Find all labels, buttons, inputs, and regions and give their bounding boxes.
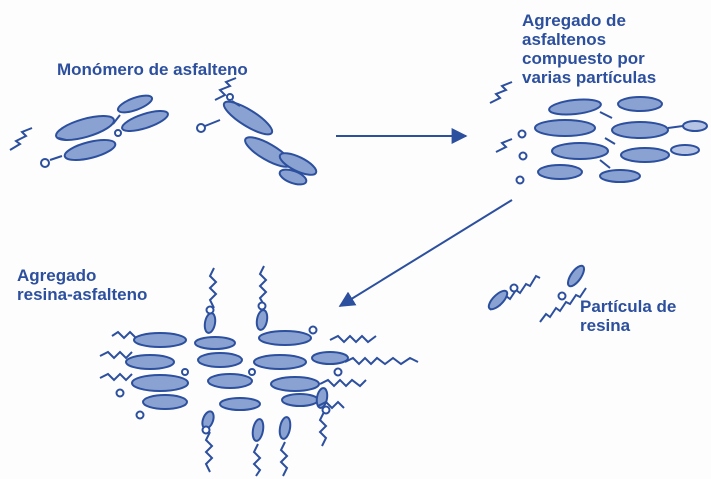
- resin-asphaltene-aggregate-icon: [100, 266, 418, 476]
- resin-particle-label: Partícula de resina: [580, 297, 676, 335]
- resin-asphaltene-label-line-1: Agregado: [17, 266, 147, 285]
- aggregate-label-line-2: asfaltenos: [522, 30, 656, 49]
- arrow-aggregate-to-resin-asphaltene: [340, 200, 512, 306]
- asphaltene-aggregate-icon: [490, 82, 707, 184]
- resin-asphaltene-label-line-2: resina-asfalteno: [17, 285, 147, 304]
- resin-asphaltene-label: Agregado resina-asfalteno: [17, 266, 147, 304]
- aggregate-label-line-4: varias partículas: [522, 68, 656, 87]
- aggregate-label-line-1: Agregado de: [522, 11, 656, 30]
- aggregate-label-line-3: compuesto por: [522, 49, 656, 68]
- asphaltene-monomer-icon: [10, 78, 319, 187]
- monomer-label: Monómero de asfalteno: [57, 60, 248, 79]
- resin-particle-icon: [486, 263, 587, 322]
- aggregate-label: Agregado de asfaltenos compuesto por var…: [522, 11, 656, 87]
- resin-particle-label-line-1: Partícula de: [580, 297, 676, 316]
- resin-particle-label-line-2: resina: [580, 316, 676, 335]
